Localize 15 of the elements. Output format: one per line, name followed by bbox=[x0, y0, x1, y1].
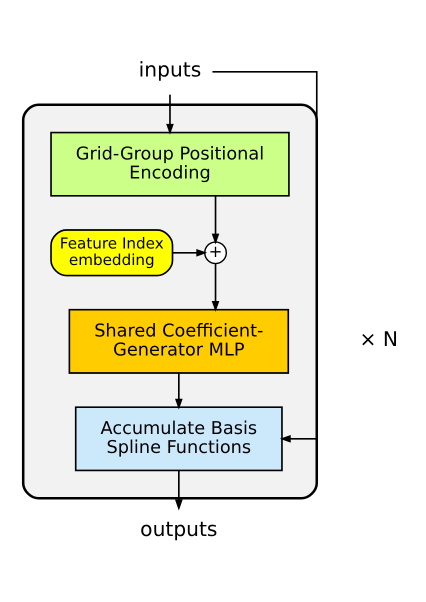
arrow bbox=[166, 94, 174, 134]
arrow bbox=[175, 372, 183, 410]
node-box: Grid-Group Positional Encoding bbox=[50, 131, 290, 196]
arrow bbox=[212, 196, 220, 244]
arrow bbox=[175, 470, 183, 510]
node-label: × N bbox=[359, 326, 398, 351]
arrow bbox=[212, 70, 318, 442]
node-box: Feature Index embedding bbox=[50, 228, 174, 276]
node-circle: + bbox=[204, 240, 227, 264]
node-text: inputs bbox=[138, 57, 202, 82]
node-box: Shared Coefficient-Generator MLP bbox=[68, 308, 290, 374]
arrow bbox=[212, 263, 220, 312]
node-box: Accumulate Basis Spline Functions bbox=[74, 406, 283, 471]
node-text: outputs bbox=[140, 516, 218, 540]
arrow bbox=[172, 248, 208, 256]
